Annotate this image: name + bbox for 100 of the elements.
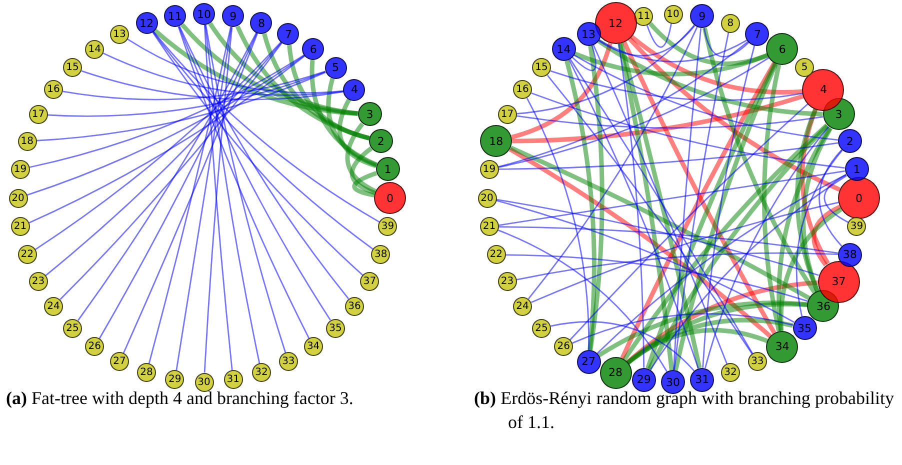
graph-edge [530, 202, 839, 304]
graph-node: 16 [44, 80, 64, 100]
graph-node: 9 [222, 5, 244, 28]
graph-node: 1 [376, 157, 400, 182]
graph-edge [812, 204, 841, 266]
graph-edge [628, 37, 841, 192]
graph-edge [618, 43, 674, 370]
graph-edge [508, 147, 772, 338]
graph-edge [127, 38, 344, 94]
graph-edge [801, 127, 832, 292]
graph-node: 25 [532, 318, 551, 338]
graph-node: 39 [847, 217, 866, 236]
graph-edge [498, 170, 845, 226]
graph-node: 7 [277, 23, 300, 46]
graph-edge [77, 32, 257, 321]
graph-node: 17 [28, 104, 48, 124]
graph-edge [570, 103, 808, 340]
graph-node: 38 [838, 242, 862, 267]
graph-edge [703, 28, 750, 58]
graph-edge [572, 313, 794, 344]
graph-node: 24 [44, 296, 64, 316]
graph-edge [510, 146, 811, 300]
graph-edge [512, 94, 804, 144]
graph-node: 29 [165, 370, 184, 390]
graph-edge [796, 150, 843, 317]
graph-node: 6 [302, 38, 324, 60]
graph-edge [572, 45, 596, 72]
graph-node: 36 [344, 296, 364, 316]
graph-node: 10 [193, 3, 215, 25]
graph-edge [153, 28, 358, 116]
graph-edge [26, 54, 305, 196]
graph-edge [622, 124, 828, 361]
graph-edge [574, 54, 838, 141]
graph-edge [704, 126, 830, 368]
graph-node: 32 [252, 363, 271, 382]
graph-node: 8 [250, 12, 272, 34]
graph-node: 27 [110, 352, 130, 372]
graph-node: 2 [368, 129, 393, 154]
graph-edge [568, 60, 699, 369]
graph-edge [516, 115, 823, 129]
graph-edge [350, 146, 376, 195]
graph-node: 0 [374, 182, 406, 214]
graph-node: 13 [110, 24, 130, 44]
graph-edge [702, 45, 756, 368]
graph-edge [564, 60, 596, 350]
graph-node: 20 [8, 188, 28, 208]
graph-node: 28 [137, 363, 156, 382]
graph-edge [29, 54, 304, 168]
graph-edge [205, 24, 286, 354]
graph-edge [352, 171, 378, 198]
graph-edge [498, 230, 668, 372]
graph-node: 33 [748, 352, 767, 372]
graph-node: 19 [10, 160, 30, 179]
graph-edge [498, 226, 838, 254]
graph-edge [176, 27, 232, 370]
graph-edge [235, 25, 370, 140]
graph-node: 30 [661, 370, 685, 394]
graph-node: 5 [795, 58, 814, 78]
graph-edge [800, 108, 830, 265]
graph-node: 3 [358, 102, 382, 126]
graph-edge [546, 74, 753, 354]
graph-node: 10 [664, 4, 682, 24]
graph-edge [588, 46, 604, 350]
graph-node: 21 [10, 217, 30, 236]
graph-edge [630, 34, 803, 94]
graph-edge [550, 70, 803, 102]
graph-node: 7 [745, 22, 770, 46]
graph-edge [647, 124, 830, 370]
graph-edge [506, 254, 808, 302]
graph-edge [818, 149, 842, 247]
graph-node: 26 [85, 337, 104, 356]
graph-edge [148, 26, 232, 364]
graph-node: 23 [498, 272, 517, 292]
graph-edge [622, 41, 776, 334]
graph-node: 28 [600, 356, 632, 389]
graph-edge [496, 198, 819, 276]
graph-node: 2 [838, 129, 862, 154]
graph-edge [778, 207, 843, 331]
graph-node: 4 [343, 78, 366, 101]
graph-edge [672, 28, 702, 370]
graph-edge [596, 174, 846, 354]
graph-node: 32 [720, 363, 740, 382]
graph-node: 39 [378, 217, 398, 236]
graph-node: 34 [304, 337, 323, 356]
graph-node: 37 [818, 260, 860, 303]
graph-edge [618, 44, 645, 368]
graph-node: 14 [85, 40, 104, 59]
graph-edge [102, 52, 344, 96]
graph-node: 0 [838, 177, 880, 219]
graph-node: 15 [62, 58, 82, 78]
graph-edge [795, 108, 820, 292]
graph-node: 38 [371, 245, 390, 264]
graph-edge [337, 98, 377, 168]
graph-edge [516, 24, 695, 114]
graph-edge [702, 27, 817, 294]
graph-node: 16 [513, 80, 532, 100]
graph-node: 33 [278, 352, 298, 372]
graph-edge [531, 92, 845, 169]
graph-edge [178, 26, 331, 320]
graph-node: 35 [792, 316, 817, 340]
